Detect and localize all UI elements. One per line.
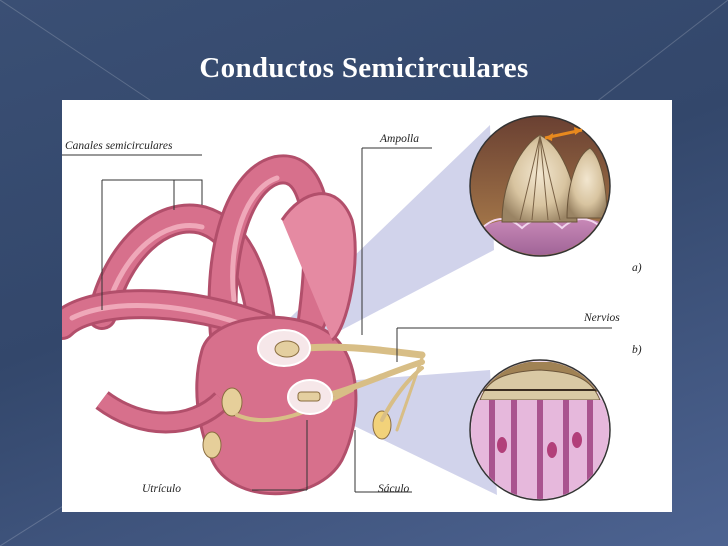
inner-ear-diagram — [62, 115, 612, 501]
utriculo-bulbs — [202, 387, 392, 459]
label-saculo: Sáculo — [378, 483, 410, 495]
label-b: b) — [632, 344, 642, 356]
label-ampolla: Ampolla — [380, 133, 419, 145]
label-nervios: Nervios — [584, 312, 620, 324]
label-utriculo: Utrículo — [142, 483, 181, 495]
zoom-circle-macula — [469, 359, 611, 501]
diagram-panel: Canales semicirculares Ampolla Nervios U… — [62, 100, 672, 512]
slide-title: Conductos Semicirculares — [199, 52, 529, 84]
semicircular-canals — [62, 154, 358, 496]
leader-lines — [62, 147, 612, 493]
label-a: a) — [632, 262, 642, 274]
label-canales-semicirculares: Canales semicirculares — [65, 140, 173, 152]
